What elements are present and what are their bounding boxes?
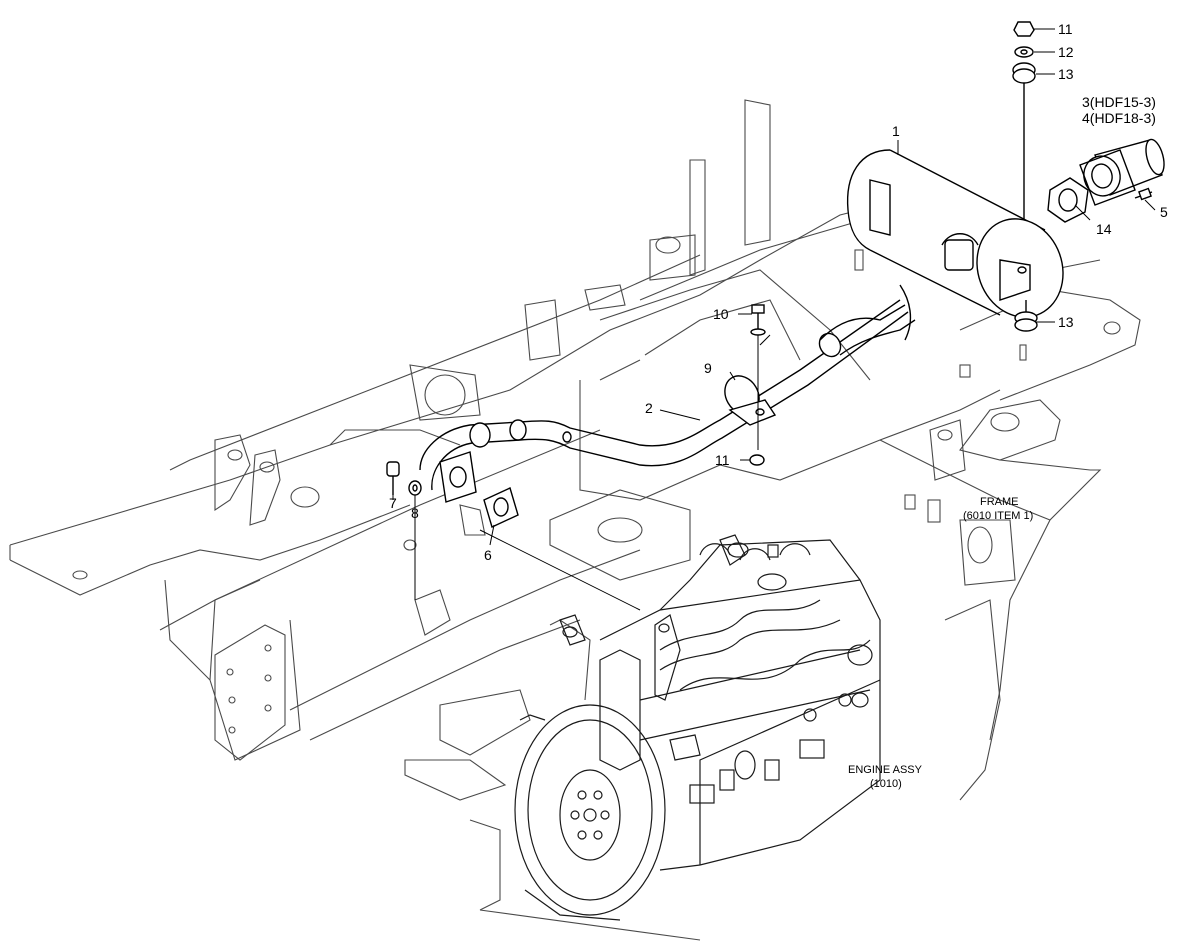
callout-10: 10 — [713, 306, 729, 322]
callout-12: 12 — [1058, 44, 1074, 60]
pipe-flange — [439, 451, 477, 503]
gasket-6 — [483, 487, 519, 528]
callout-3: 3(HDF15-3) — [1082, 94, 1156, 110]
callout-6: 6 — [484, 547, 492, 563]
callout-14: 14 — [1096, 221, 1112, 237]
hardware-7-8 — [386, 461, 422, 600]
callouts: 1 2 3(HDF15-3) 4(HDF18-3) 5 6 7 8 9 10 1… — [389, 21, 1168, 563]
mount-bottom — [1014, 300, 1038, 332]
callout-7: 7 — [389, 495, 397, 511]
callout-1: 1 — [892, 123, 900, 139]
callout-9: 9 — [704, 360, 712, 376]
callout-8: 8 — [411, 505, 419, 521]
leader-lines — [392, 28, 1156, 611]
callout-13-mid: 13 — [1058, 314, 1074, 330]
frame-label-line2: (6010 ITEM 1) — [963, 510, 1033, 522]
engine-label-line2: (1010) — [870, 778, 902, 790]
exhaust-pipe — [419, 299, 916, 491]
bolt-10 — [750, 304, 766, 450]
callout-13-top: 13 — [1058, 66, 1074, 82]
gasket-14 — [1047, 177, 1089, 223]
exhaust-parts — [386, 21, 1165, 600]
frame-assembly — [9, 99, 1141, 941]
frame-label-line1: FRAME — [980, 496, 1019, 508]
callout-2: 2 — [645, 400, 653, 416]
bolt-5 — [1134, 187, 1153, 201]
callout-4: 4(HDF18-3) — [1082, 110, 1156, 126]
assembly-labels: FRAME (6010 ITEM 1) ENGINE ASSY (1010) — [848, 496, 1033, 790]
tail-pipe — [1079, 138, 1165, 206]
nut-11-mid — [749, 454, 765, 466]
mount-stack-top — [1012, 21, 1036, 220]
clamp-9 — [724, 375, 777, 426]
engine-assembly — [514, 534, 881, 921]
muffler — [846, 149, 1064, 341]
callout-11-top: 11 — [1058, 21, 1073, 37]
engine-label-line1: ENGINE ASSY — [848, 764, 923, 776]
callout-11-mid: 11 — [715, 452, 730, 468]
callout-5: 5 — [1160, 204, 1168, 220]
